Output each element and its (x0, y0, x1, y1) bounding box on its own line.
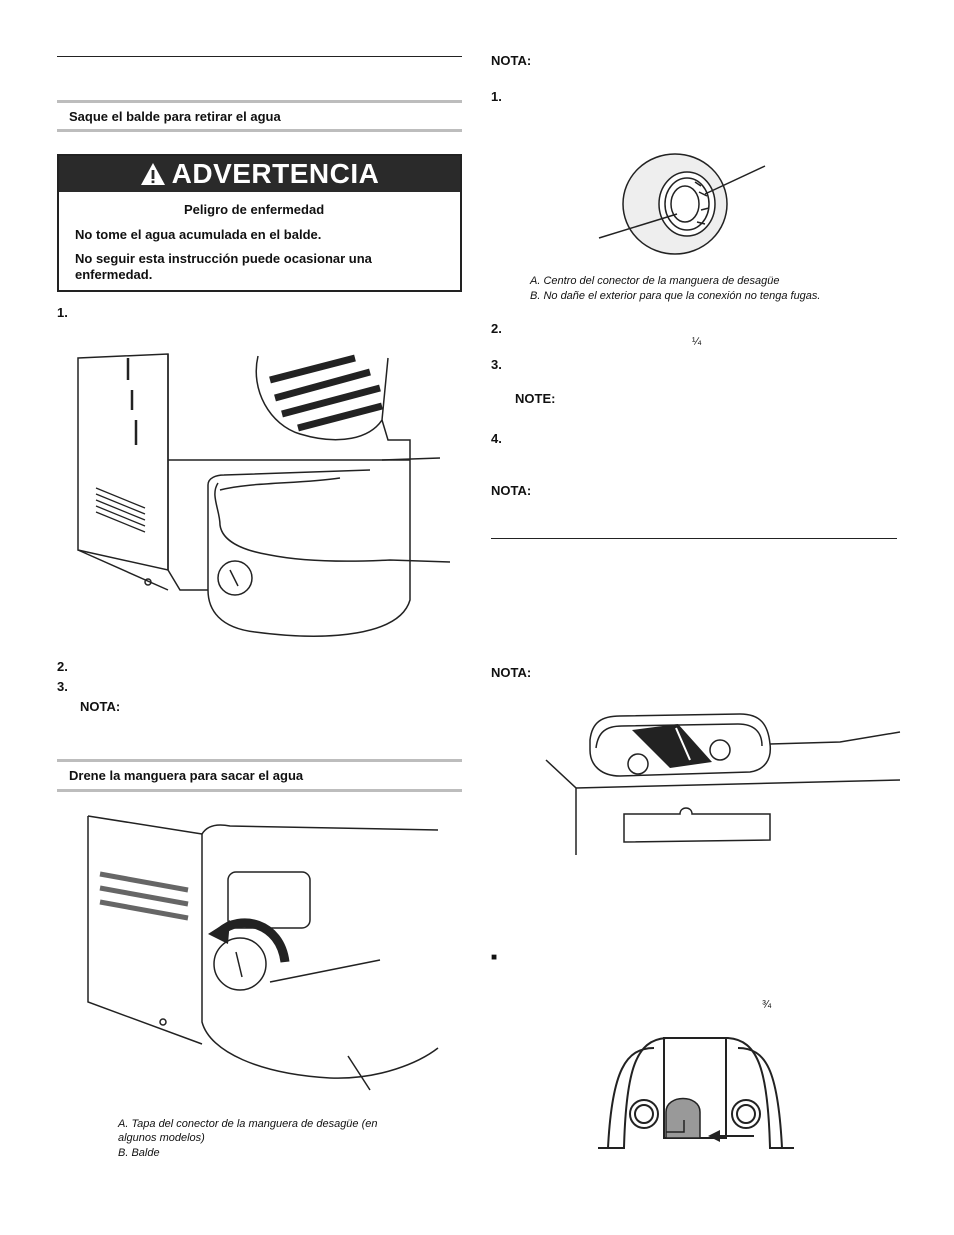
slot-detail-illustration (598, 1037, 794, 1149)
left-nota: NOTA: (80, 699, 121, 714)
section2-bar-top (57, 759, 462, 762)
left-caption-b: B. Balde (118, 1147, 160, 1159)
section-bar-top (57, 100, 462, 103)
right-nota-1: NOTA: (491, 53, 532, 68)
right-note: NOTE: (515, 391, 556, 406)
section-bar-bottom (57, 129, 462, 132)
section-heading-bucket: Saque el balde para retirar el agua (69, 109, 281, 124)
right-step-4: 4. (491, 431, 502, 446)
fraction-quarter: ¼ (692, 336, 702, 348)
warning-line-1: No tome el agua acumulada en el balde. (75, 227, 322, 242)
top-rule-left (57, 56, 462, 57)
right-section-rule (491, 538, 897, 539)
right-step-1: 1. (491, 89, 502, 104)
right-step-3: 3. (491, 357, 502, 372)
right-nota-2: NOTA: (491, 483, 532, 498)
fraction-three-quarters: ¾ (762, 999, 772, 1011)
hose-connector-illustration (598, 153, 766, 255)
warning-line-2: No seguir esta instrucción puede ocasion… (75, 251, 372, 282)
right-step-2: 2. (491, 321, 502, 336)
left-step-2: 2. (57, 659, 68, 674)
left-caption-a: A. Tapa del conector de la manguera de d… (118, 1118, 378, 1144)
section2-bar-bottom (57, 789, 462, 792)
right-bullet: ■ (491, 952, 498, 963)
right-caption-a: A. Centro del conector de la manguera de… (530, 275, 780, 287)
right-nota-3: NOTA: (491, 665, 532, 680)
right-caption-b: B. No dañe el exterior para que la conex… (530, 290, 821, 302)
left-step-1: 1. (57, 305, 68, 320)
warning-triangle-icon (140, 163, 165, 185)
warning-hazard: Peligro de enfermedad (184, 202, 325, 217)
warning-header: ADVERTENCIA (59, 156, 460, 192)
left-step-3: 3. (57, 679, 68, 694)
warning-title: ADVERTENCIA (171, 158, 380, 189)
section-heading-drain: Drene la manguera para sacar el agua (69, 768, 304, 783)
drain-cap-illustration (87, 815, 439, 1091)
bucket-removal-illustration (77, 353, 451, 637)
warning-box: ADVERTENCIA Peligro de enfermedad No tom… (57, 154, 462, 292)
drain-slot-top-illustration (545, 713, 901, 855)
